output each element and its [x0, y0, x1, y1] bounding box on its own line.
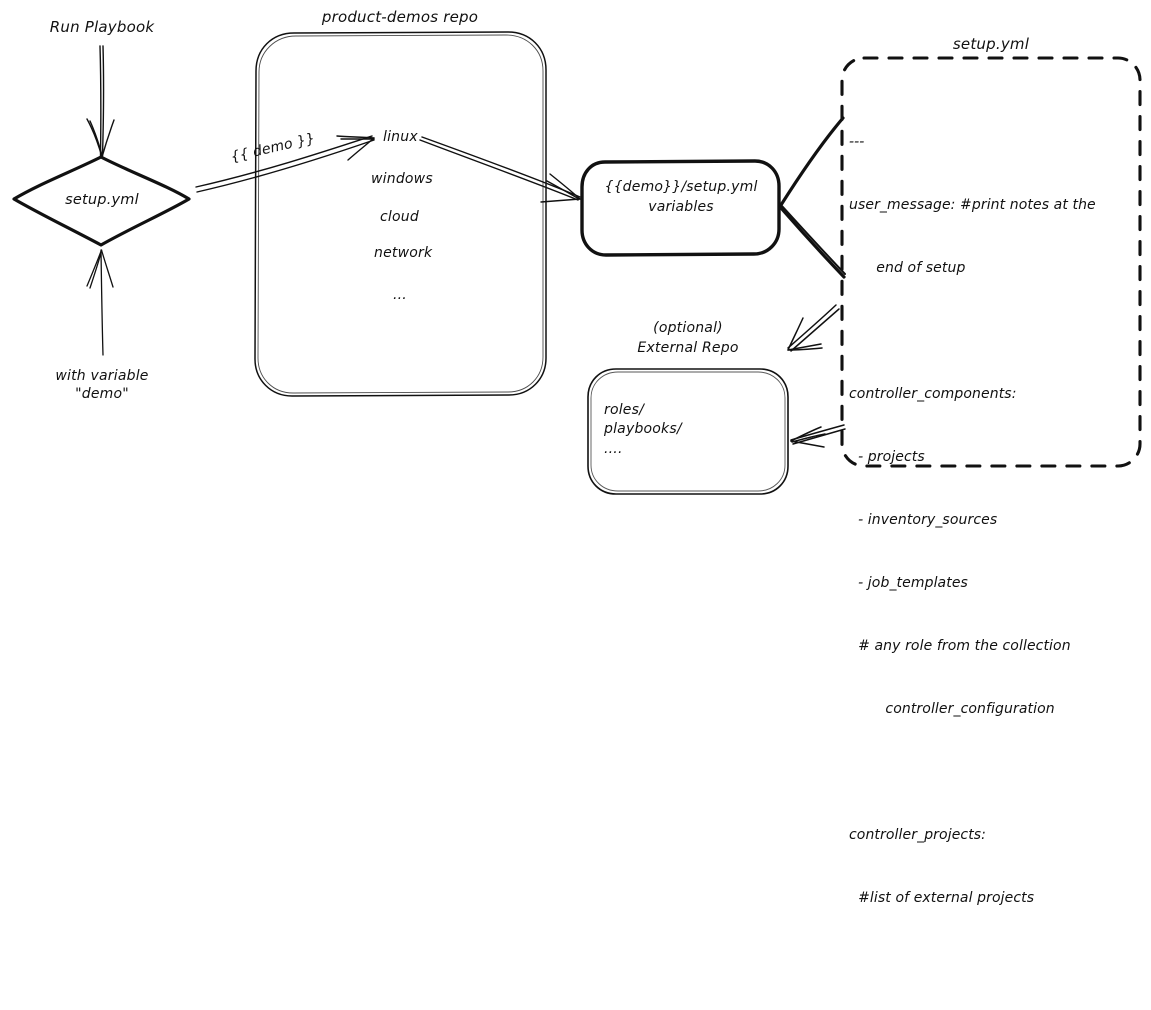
- with-variable-label-line1: with variable: [55, 368, 149, 384]
- yaml-line: ---: [849, 134, 865, 150]
- diagram-vector-layer: [12, 31, 1142, 495]
- yaml-line: controller_projects:: [849, 827, 987, 843]
- yaml-line: [849, 321, 1096, 342]
- run-playbook-label: Run Playbook: [49, 18, 155, 36]
- external-repo-item-playbooks: playbooks/: [604, 421, 682, 437]
- external-repo-item-ellipsis: ....: [604, 441, 623, 457]
- controller-projects-to-external-repo-arrow: [787, 304, 840, 352]
- yaml-line: user_message: #print notes at the: [849, 197, 1096, 213]
- start-diamond-label: setup.yml: [65, 192, 139, 208]
- setup-yml-panel-body: --- user_message: #print notes at the en…: [849, 90, 1096, 1010]
- with-variable-label-line2: "demo": [75, 386, 129, 402]
- controller-job-templates-to-external-repo-arrow: [790, 424, 846, 448]
- setup-yml-dashed-panel: [840, 56, 1142, 468]
- start-diamond-shape: [12, 155, 191, 247]
- linux-to-variables-arrow: [419, 136, 581, 203]
- product-demos-repo-box: [254, 31, 547, 397]
- run-playbook-arrow: [86, 45, 115, 158]
- repo-item-cloud: cloud: [380, 209, 419, 225]
- yaml-line: - projects: [849, 449, 925, 465]
- yaml-line: - job_templates: [849, 575, 968, 591]
- variables-node-box: [580, 159, 781, 257]
- external-repo-title-line2: External Repo: [637, 340, 739, 356]
- repo-item-network: network: [374, 245, 433, 261]
- variables-node-line2: variables: [648, 199, 714, 215]
- setup-yml-panel-title: setup.yml: [952, 35, 1030, 53]
- setup-panel-to-variables-connector: [779, 116, 846, 279]
- with-variable-arrow: [86, 249, 114, 356]
- yaml-line: controller_components:: [849, 386, 1017, 402]
- diagram-canvas: Run Playbook setup.yml with variable "de…: [12, 8, 1142, 906]
- yaml-line: controller_configuration: [849, 701, 1055, 717]
- yaml-line: end of setup: [849, 260, 966, 276]
- yaml-line: - inventory_sources: [849, 512, 998, 528]
- demo-variable-arrow: [195, 135, 375, 193]
- external-repo-box: [587, 368, 789, 495]
- repo-item-linux: linux: [383, 129, 418, 145]
- yaml-line: # any role from the collection: [849, 638, 1071, 654]
- yaml-line: [849, 951, 1096, 972]
- external-repo-title-line1: (optional): [653, 320, 723, 336]
- yaml-line: [849, 762, 1096, 783]
- repo-item-windows: windows: [371, 171, 433, 187]
- repo-item-ellipsis: ...: [393, 287, 407, 303]
- external-repo-item-roles: roles/: [604, 402, 645, 418]
- variables-node-line1: {{demo}}/setup.yml: [604, 179, 758, 195]
- product-demos-repo-title: product-demos repo: [321, 8, 479, 26]
- yaml-line: #list of external projects: [849, 890, 1035, 906]
